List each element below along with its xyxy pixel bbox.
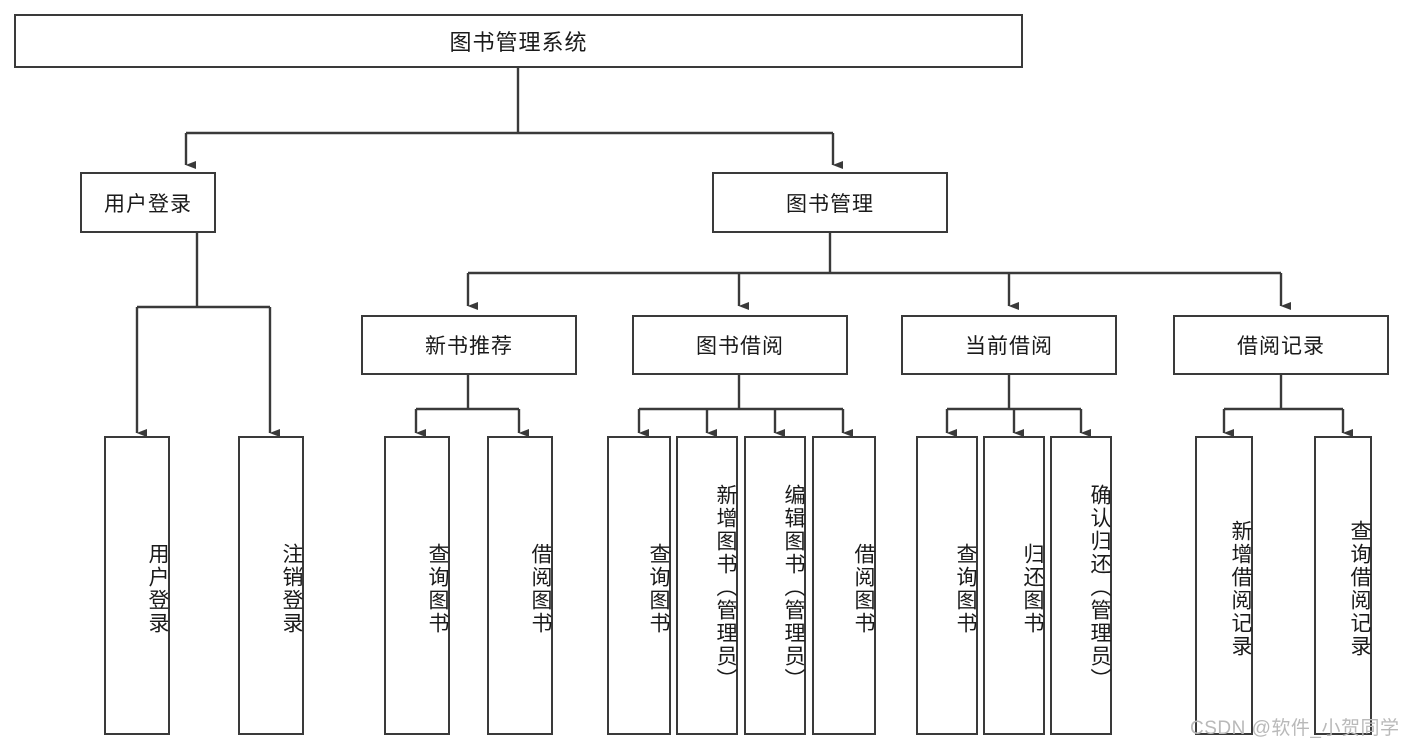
leaf-borrow-book-borrow[interactable]: 借阅图书 [812, 436, 876, 735]
csdn-watermark: CSDN @软件_小贺同学 [1190, 718, 1400, 739]
leaf-query-book-recommend[interactable]: 查询图书 [384, 436, 450, 735]
leaf-query-book-borrow[interactable]: 查询图书 [607, 436, 671, 735]
leaf-user-login[interactable]: 用户登录 [104, 436, 170, 735]
leaf-return-book[interactable]: 归还图书 [983, 436, 1045, 735]
node-borrow-record[interactable]: 借阅记录 [1173, 315, 1389, 375]
node-current-borrow[interactable]: 当前借阅 [901, 315, 1117, 375]
leaf-query-book-current[interactable]: 查询图书 [916, 436, 978, 735]
node-user-login[interactable]: 用户登录 [80, 172, 216, 233]
leaf-logout-login[interactable]: 注销登录 [238, 436, 304, 735]
node-new-book-recommend[interactable]: 新书推荐 [361, 315, 577, 375]
node-root-system[interactable]: 图书管理系统 [14, 14, 1023, 68]
leaf-add-book-admin[interactable]: 新增图书（管理员） [676, 436, 738, 735]
leaf-borrow-book-recommend[interactable]: 借阅图书 [487, 436, 553, 735]
leaf-confirm-return-admin[interactable]: 确认归还（管理员） [1050, 436, 1112, 735]
leaf-add-borrow-record[interactable]: 新增借阅记录 [1195, 436, 1253, 735]
leaf-edit-book-admin[interactable]: 编辑图书（管理员） [744, 436, 806, 735]
node-book-borrow[interactable]: 图书借阅 [632, 315, 848, 375]
node-book-manage[interactable]: 图书管理 [712, 172, 948, 233]
leaf-query-borrow-record[interactable]: 查询借阅记录 [1314, 436, 1372, 735]
